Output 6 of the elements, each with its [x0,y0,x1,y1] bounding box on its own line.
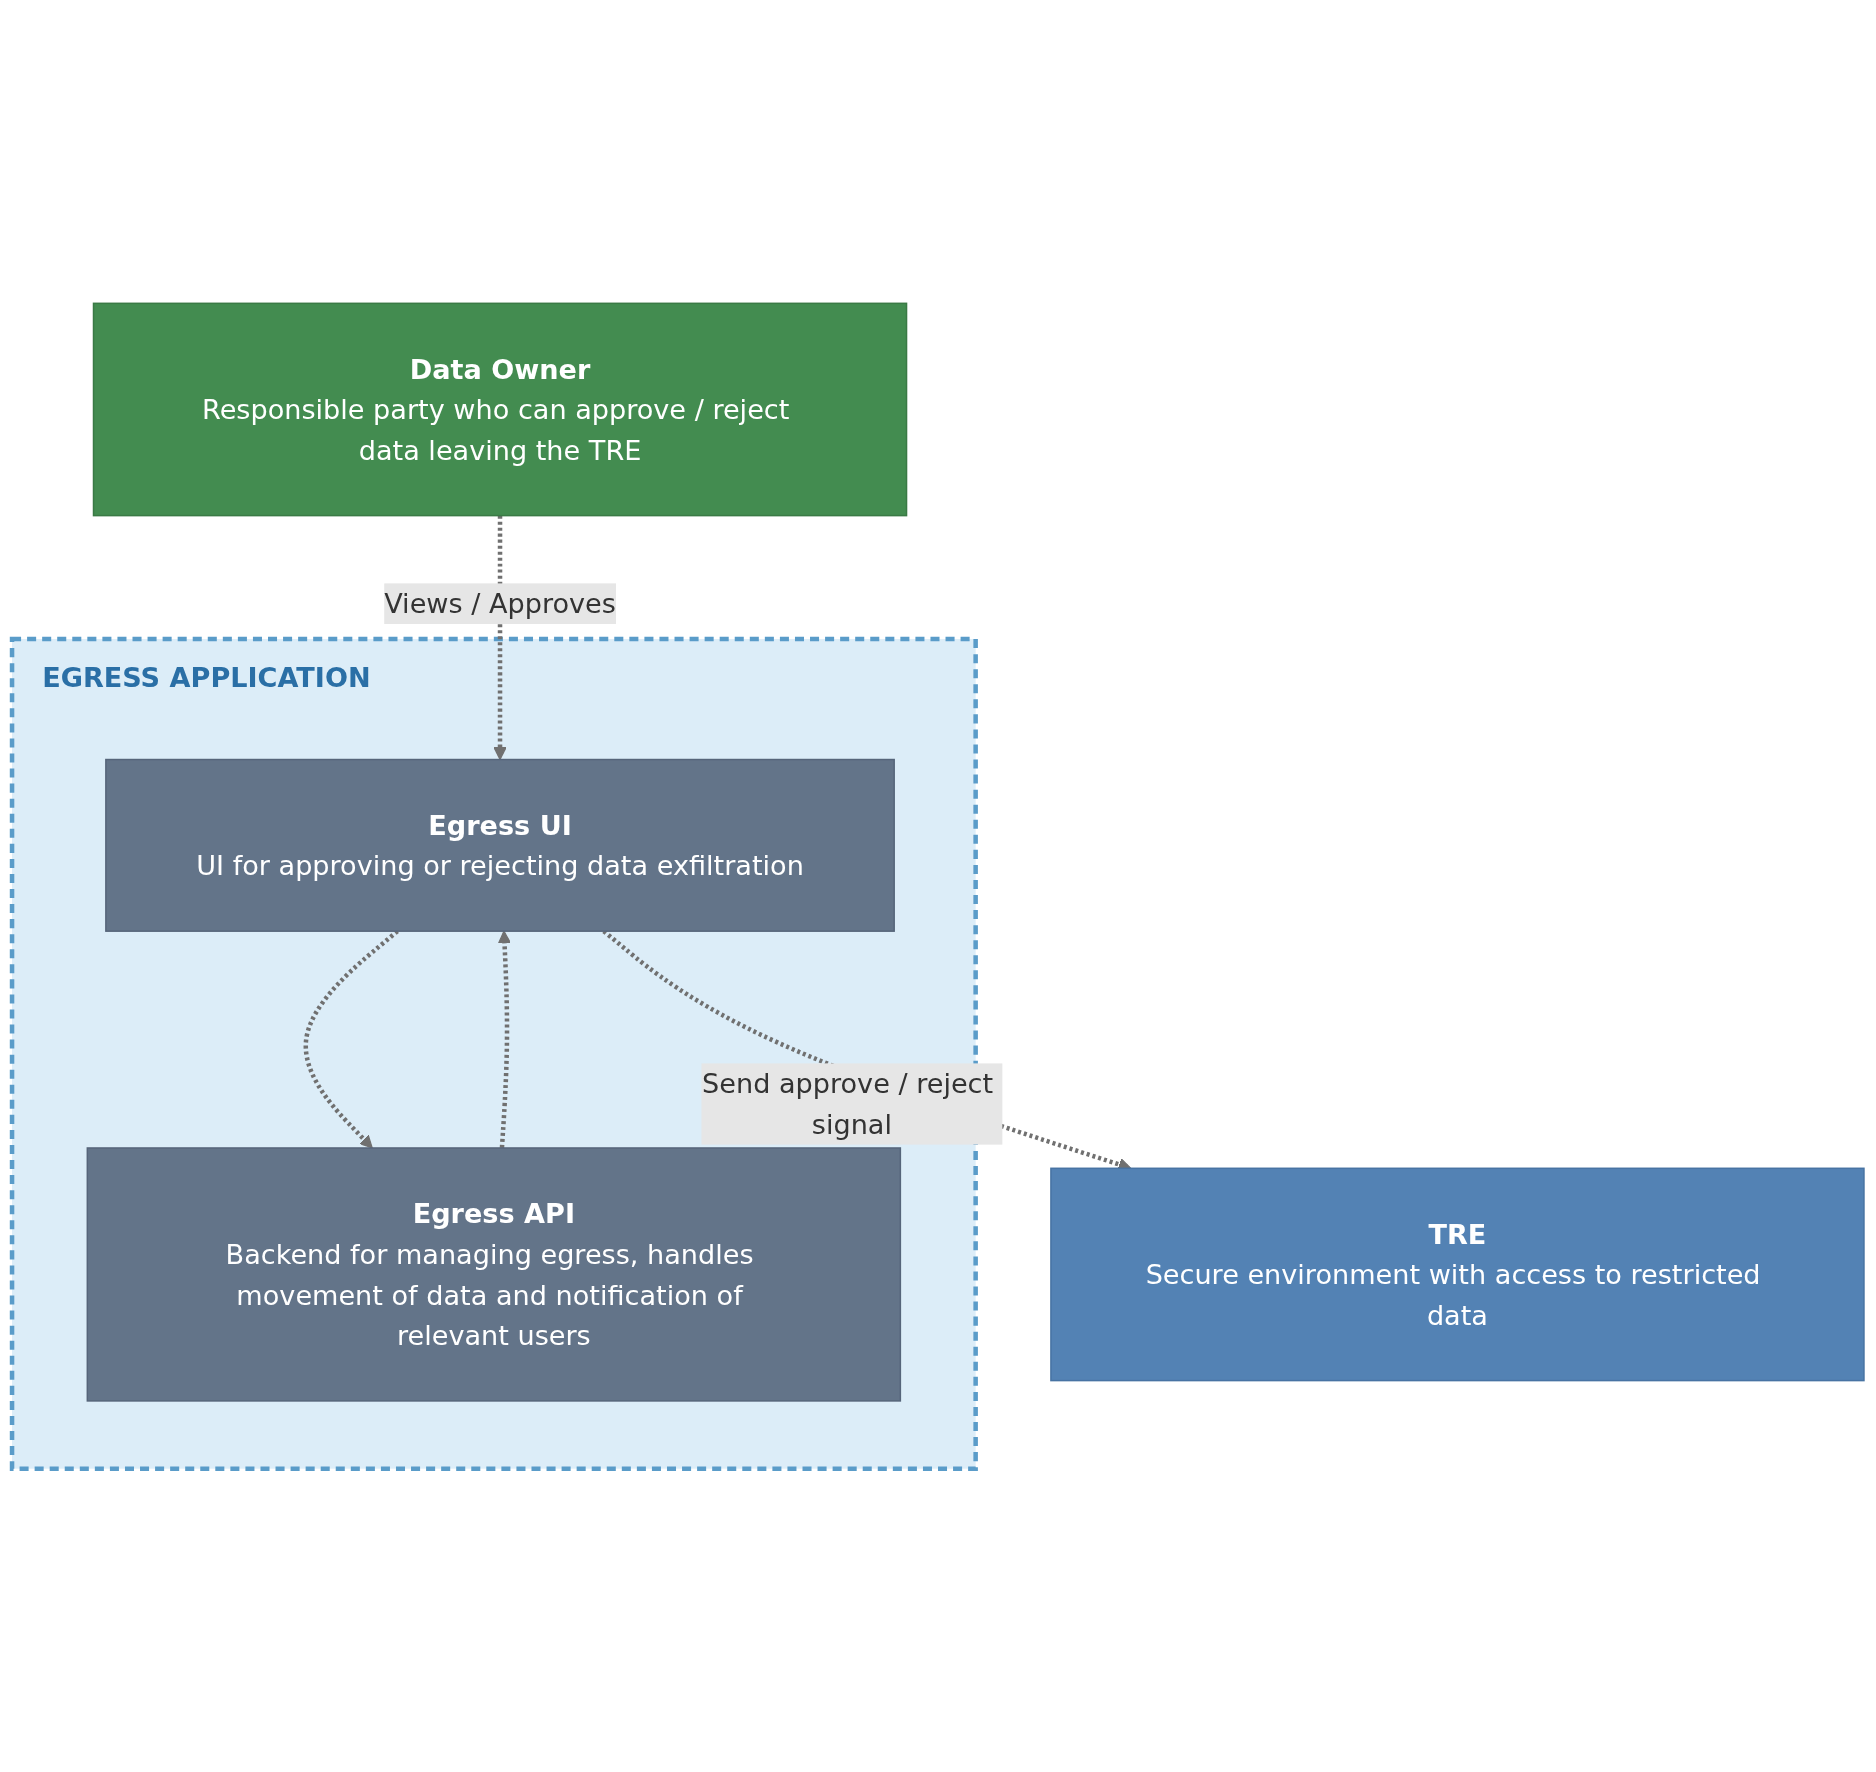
process-box: TRE Secure environment with access to restricted data [1050,1167,1865,1382]
edge-label: Send approve / reject signal [701,1063,1003,1145]
process-box: Data Owner Responsible party who can approve / reject data leaving the TRE [92,302,908,517]
edge-label: Views / Approves [384,583,616,624]
process-box: Egress UI UI for approving or rejecting data exfiltration [105,758,895,932]
process-box: Egress API Backend for managing egress, handles movement of data and notification of relevant users [86,1147,902,1402]
